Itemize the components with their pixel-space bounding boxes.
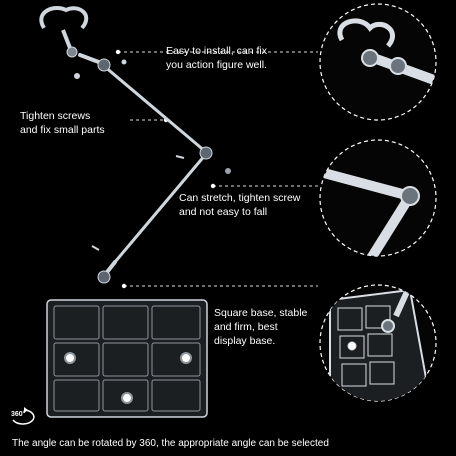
joint-detail-icon xyxy=(319,139,437,257)
caption-stretch: Can stretch, tighten screw and not easy … xyxy=(179,192,301,218)
arm xyxy=(78,53,208,278)
caption-easy-install: Easy to install, can fix you action figu… xyxy=(166,45,267,71)
rotation-badge-label: 360° xyxy=(11,411,26,418)
rotation-icon xyxy=(12,407,35,425)
square-base xyxy=(46,299,208,418)
small-screw xyxy=(121,59,127,65)
base-detail-icon xyxy=(319,284,437,402)
middle-joint xyxy=(199,146,213,160)
top-joint xyxy=(97,58,111,72)
small-part xyxy=(74,73,80,79)
clamp-joint xyxy=(66,46,78,58)
clamp xyxy=(39,6,89,49)
small-screw xyxy=(175,155,185,159)
caption-square-base: Square base, stable and firm, best displ… xyxy=(214,307,308,347)
clamp-detail-icon xyxy=(319,3,437,121)
footer-note: The angle can be rotated by 360, the app… xyxy=(12,438,329,449)
leader-dots xyxy=(115,49,216,289)
small-part xyxy=(225,168,231,174)
small-screw xyxy=(91,245,100,251)
leader-lines xyxy=(118,51,318,287)
caption-tighten-screws: Tighten screws and fix small parts xyxy=(20,110,105,136)
base-joint xyxy=(97,270,111,284)
